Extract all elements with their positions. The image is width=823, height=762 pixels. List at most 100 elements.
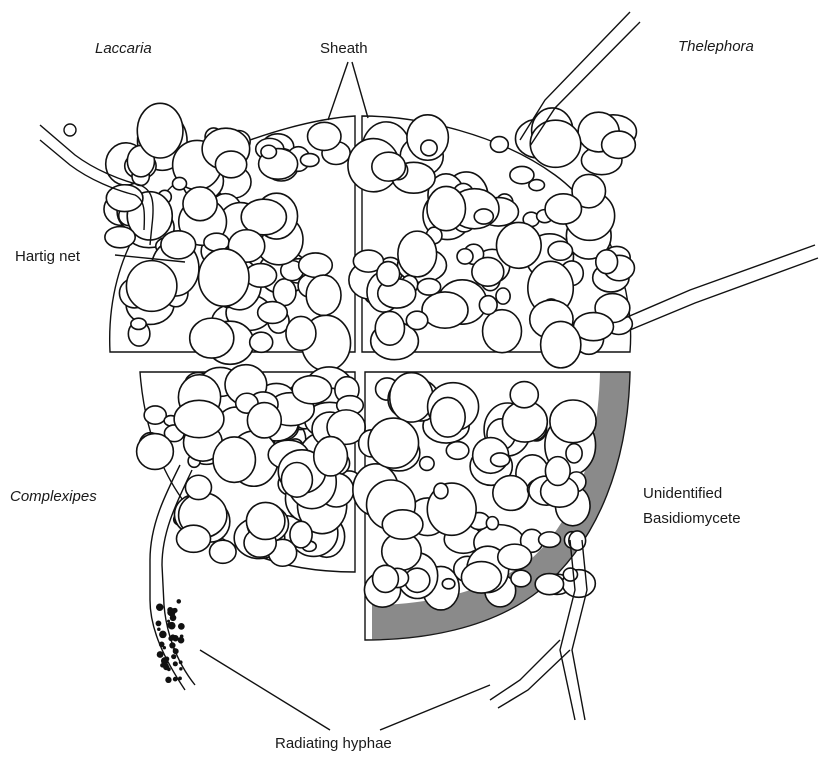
cell: [539, 532, 561, 547]
cell: [199, 249, 249, 306]
stipple-dot: [159, 631, 167, 639]
cell: [372, 152, 406, 181]
stipple-dot: [177, 599, 182, 604]
cell: [137, 434, 174, 470]
cell: [368, 418, 418, 468]
cell: [375, 311, 404, 345]
cell: [292, 376, 331, 404]
cell: [185, 475, 211, 499]
cells-complexipes: [137, 365, 366, 567]
stipple-dot: [171, 608, 176, 613]
stipple-dot: [172, 635, 178, 641]
cell: [422, 292, 468, 328]
cell: [510, 382, 538, 408]
cell: [250, 332, 273, 352]
cell: [137, 103, 183, 158]
label-hartig-net: Hartig net: [15, 248, 80, 265]
cell: [406, 311, 427, 329]
cell: [210, 540, 237, 563]
cell: [446, 442, 469, 460]
stipple-dot: [173, 677, 178, 682]
cell: [247, 403, 281, 438]
cell: [382, 510, 423, 539]
cell: [545, 194, 581, 224]
quadrant-complexipes: [137, 365, 366, 572]
cell: [510, 166, 534, 183]
leader-radiating-right: [380, 685, 490, 730]
hypha-stipple: [156, 599, 185, 683]
quadrant-thelephora: [348, 108, 637, 368]
cell: [417, 279, 440, 295]
cell: [566, 444, 582, 463]
cell: [483, 310, 522, 353]
cell: [286, 316, 316, 350]
cell: [183, 187, 217, 221]
cell: [373, 565, 399, 592]
label-complexipes: Complexipes: [10, 488, 97, 505]
stipple-dot: [171, 654, 176, 659]
cell: [258, 302, 288, 324]
label-sheath: Sheath: [320, 40, 368, 57]
cell: [281, 463, 312, 498]
cell: [106, 185, 143, 212]
cell: [434, 483, 448, 499]
cell: [308, 122, 341, 150]
cell: [172, 177, 186, 189]
cell: [144, 406, 166, 424]
cell: [493, 476, 529, 511]
cell: [176, 525, 210, 552]
cell: [246, 502, 285, 539]
cell: [602, 131, 636, 158]
cell: [190, 318, 234, 358]
quadrant-laccaria: [104, 103, 355, 370]
cell: [472, 257, 504, 286]
leader-radiating-left: [200, 650, 330, 730]
cell: [299, 253, 333, 277]
stipple-dot: [173, 661, 178, 666]
stipple-dot: [157, 651, 164, 658]
cell: [427, 186, 466, 230]
cell: [498, 544, 532, 570]
cell: [457, 249, 473, 264]
cells-laccaria: [104, 103, 351, 370]
stipple-dot: [157, 628, 161, 632]
label-thelephora: Thelephora: [678, 38, 754, 55]
cell: [161, 231, 196, 259]
stipple-dot: [167, 622, 173, 628]
leader-sheath-right: [352, 62, 368, 118]
cell: [511, 570, 531, 587]
cell: [105, 227, 135, 248]
hypha-node: [64, 124, 76, 136]
cell: [486, 517, 498, 530]
cell: [314, 437, 348, 476]
cell: [479, 296, 497, 315]
cell: [390, 373, 433, 422]
stipple-dot: [178, 676, 182, 680]
stipple-dot: [170, 614, 177, 621]
cell: [535, 574, 563, 595]
cell: [430, 397, 465, 437]
cell: [461, 562, 501, 594]
cell: [421, 140, 437, 156]
stipple-dot: [178, 637, 185, 644]
stipple-dot: [173, 648, 179, 654]
stipple-dot: [179, 667, 182, 670]
cell: [131, 318, 146, 329]
cells-basidiomycete: [353, 373, 596, 610]
cell: [215, 151, 246, 178]
cell: [496, 222, 541, 268]
cell: [213, 437, 255, 482]
cell: [306, 275, 341, 315]
cell: [261, 145, 277, 158]
stipple-dot: [163, 646, 166, 649]
cell: [541, 321, 581, 367]
cell: [530, 120, 580, 167]
cell: [174, 400, 224, 437]
cell: [398, 231, 437, 277]
stipple-dot: [156, 621, 162, 627]
stipple-dot: [165, 677, 171, 683]
cell: [550, 400, 596, 443]
cell: [491, 453, 510, 467]
